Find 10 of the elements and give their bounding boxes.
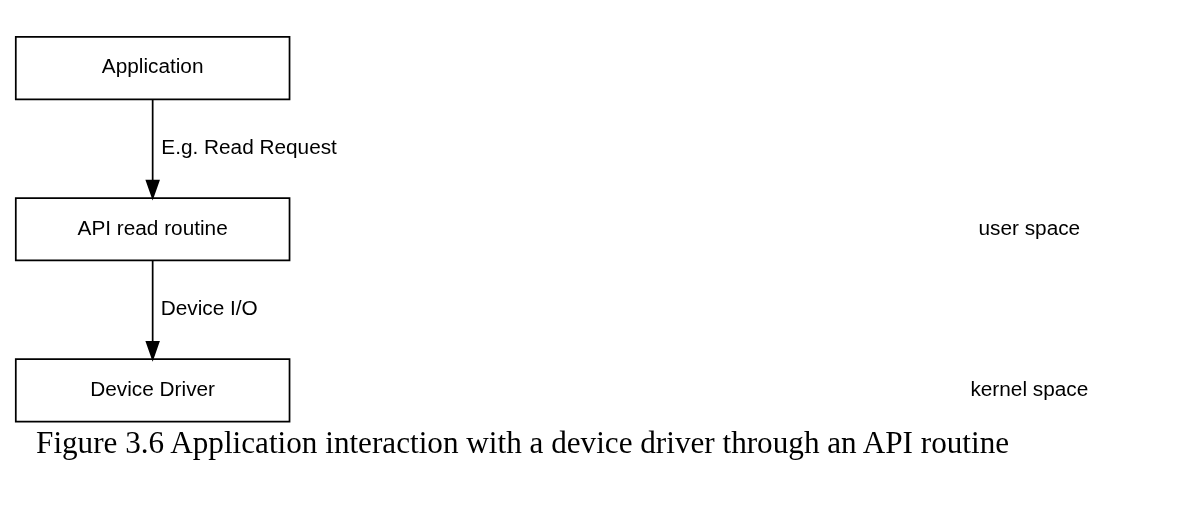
node-box: Application — [14, 36, 291, 101]
arrow — [145, 259, 160, 362]
edge-label: E.g. Read Request — [161, 135, 337, 159]
arrow — [145, 98, 160, 201]
node-box: Device Driver — [14, 358, 291, 423]
label: user space — [978, 215, 1081, 239]
node-box: API read routine — [14, 197, 291, 262]
edge-label: Device I/O — [160, 296, 258, 320]
label: kernel space — [970, 376, 1089, 400]
caption: Figure 3.6 Application interaction with a device driver through an API routine — [36, 425, 1010, 461]
